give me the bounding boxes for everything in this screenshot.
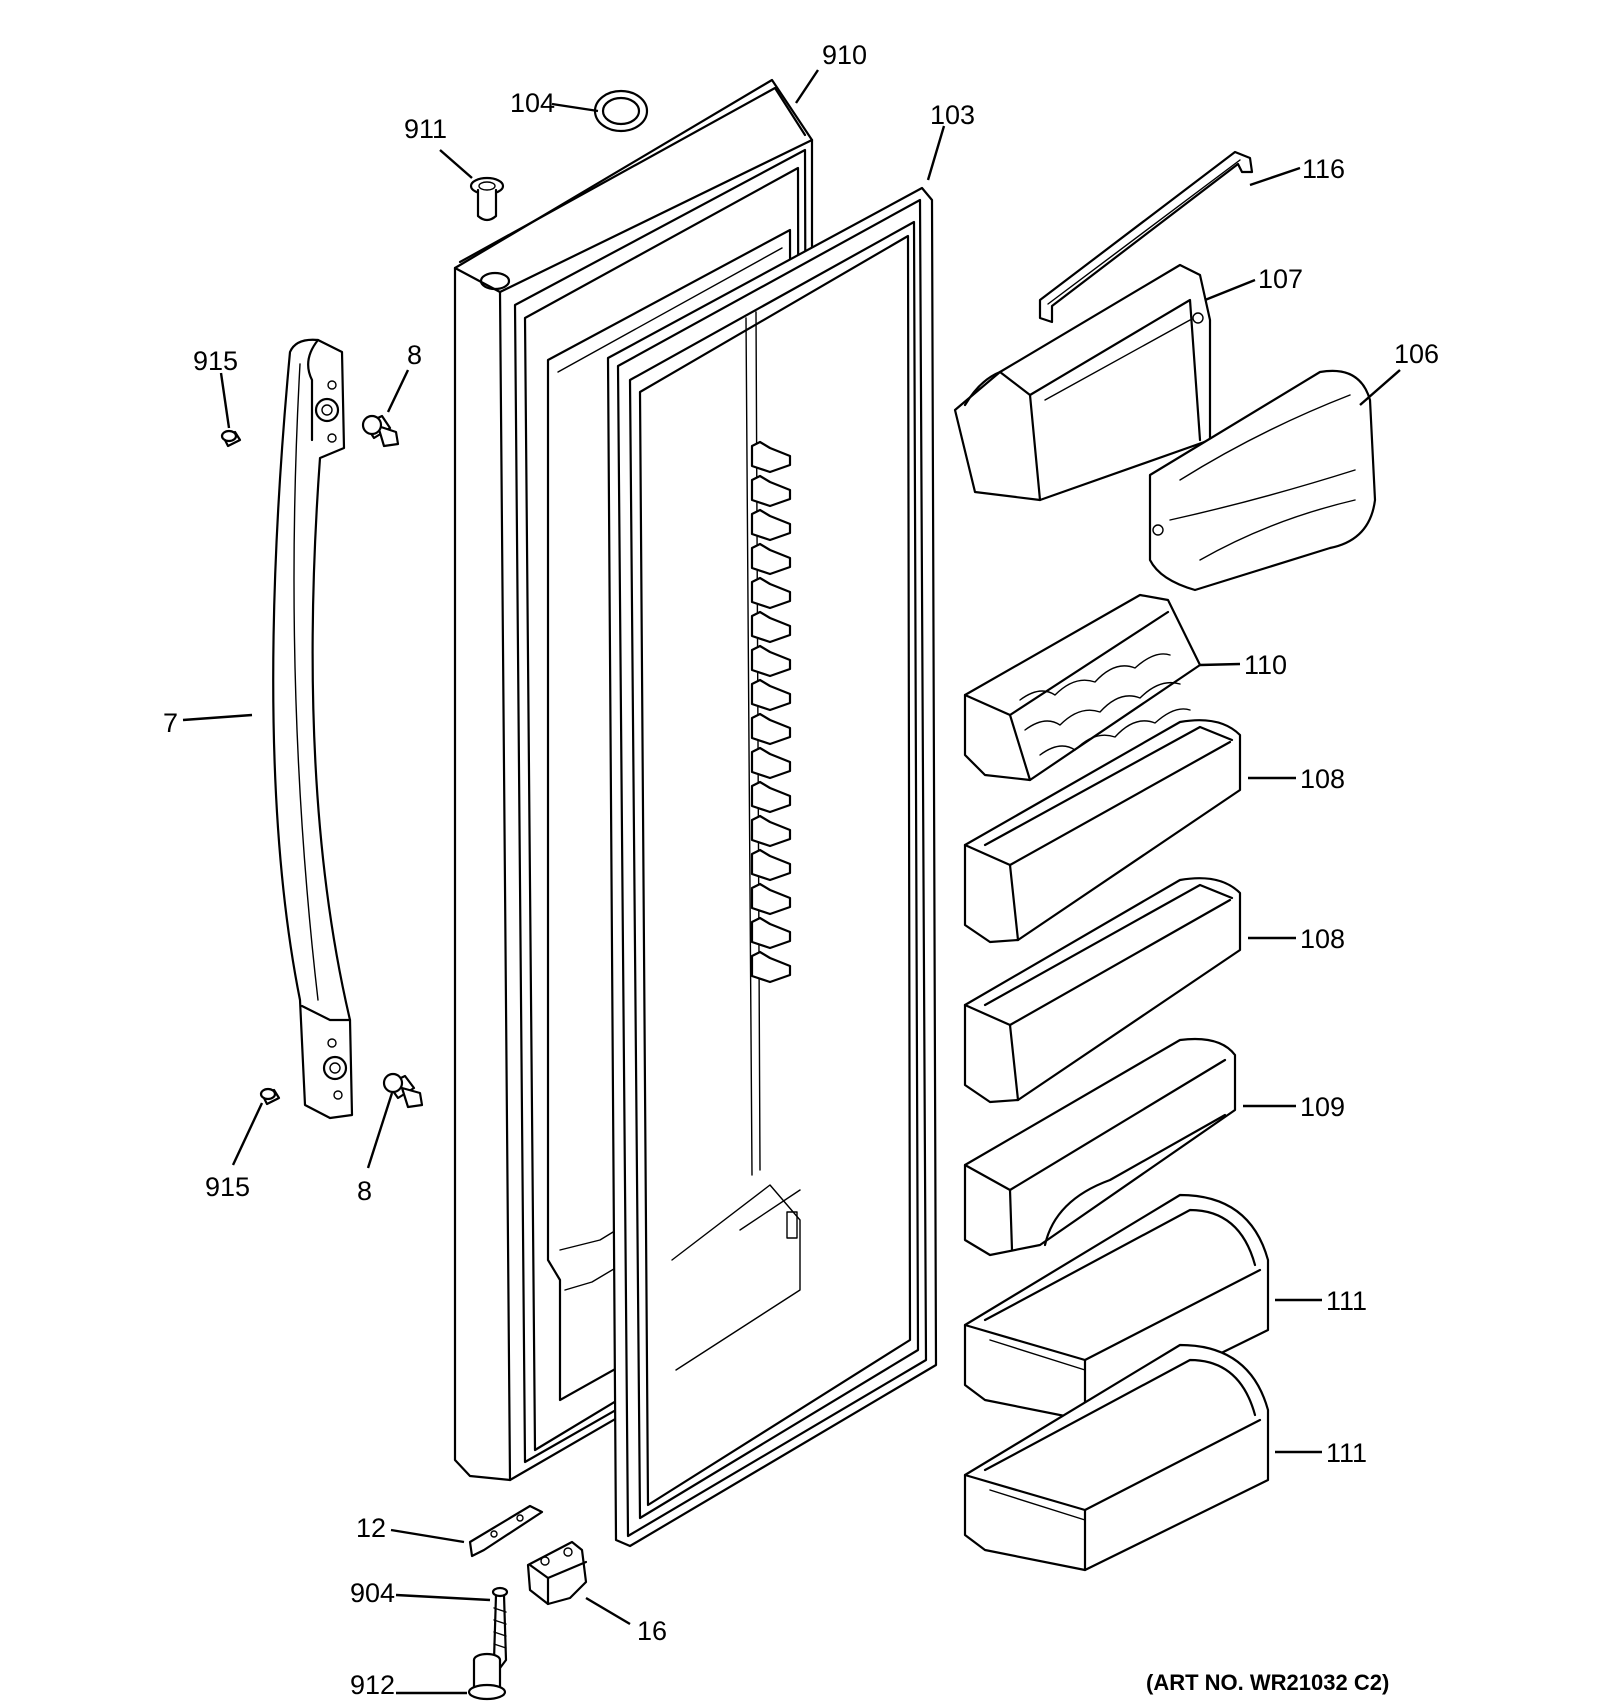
callout-108-lower: 108 bbox=[1300, 924, 1345, 954]
door-bin-upper bbox=[963, 719, 1242, 944]
deep-bin-lower bbox=[963, 1343, 1270, 1572]
bin-retainer-bar bbox=[1038, 150, 1254, 324]
callout-915-lower: 915 bbox=[205, 1172, 250, 1202]
callout-108-upper: 108 bbox=[1300, 764, 1345, 794]
shelf-rail-tabs bbox=[750, 440, 792, 984]
callout-106: 106 bbox=[1394, 339, 1439, 369]
hinge-pin-bushing bbox=[467, 1652, 507, 1701]
handle-stud-upper bbox=[361, 414, 400, 448]
dairy-cover bbox=[1148, 369, 1377, 592]
handle-stud-lower bbox=[382, 1072, 424, 1109]
callout-16: 16 bbox=[637, 1616, 667, 1646]
callout-915-upper: 915 bbox=[193, 346, 238, 376]
art-number: (ART NO. WR21032 C2) bbox=[1146, 1670, 1389, 1695]
screw bbox=[491, 1586, 509, 1670]
callout-109: 109 bbox=[1300, 1092, 1345, 1122]
door-bin-middle bbox=[963, 877, 1242, 1104]
callout-8-upper: 8 bbox=[407, 340, 422, 370]
callout-910: 910 bbox=[822, 40, 867, 70]
door-bin-lower bbox=[963, 1037, 1237, 1257]
callout-912: 912 bbox=[350, 1670, 395, 1700]
callout-8-lower: 8 bbox=[357, 1176, 372, 1206]
callout-110: 110 bbox=[1244, 650, 1287, 680]
hole-plug bbox=[593, 89, 649, 133]
callout-107: 107 bbox=[1258, 264, 1303, 294]
dairy-bin bbox=[953, 263, 1212, 502]
callout-911: 911 bbox=[404, 114, 447, 144]
set-screw-lower bbox=[259, 1087, 281, 1106]
callout-104: 104 bbox=[510, 88, 555, 118]
bottom-hinge-cover bbox=[526, 1540, 588, 1606]
callout-labels: 910 104 103 911 116 107 915 8 106 110 7 … bbox=[163, 40, 1439, 1700]
callout-12: 12 bbox=[356, 1513, 386, 1543]
callout-103: 103 bbox=[930, 100, 975, 130]
callout-111-upper: 111 bbox=[1326, 1286, 1367, 1316]
leader-lines bbox=[182, 69, 1401, 1695]
callout-116: 116 bbox=[1302, 154, 1345, 184]
callout-7: 7 bbox=[163, 708, 178, 738]
hinge-bracket bbox=[468, 1504, 544, 1558]
top-hinge-bushing bbox=[469, 176, 505, 222]
egg-tray bbox=[963, 593, 1202, 782]
callout-111-lower: 111 bbox=[1326, 1438, 1367, 1468]
door-handle bbox=[272, 338, 354, 1120]
set-screw-upper bbox=[220, 429, 242, 448]
callout-904: 904 bbox=[350, 1578, 395, 1608]
